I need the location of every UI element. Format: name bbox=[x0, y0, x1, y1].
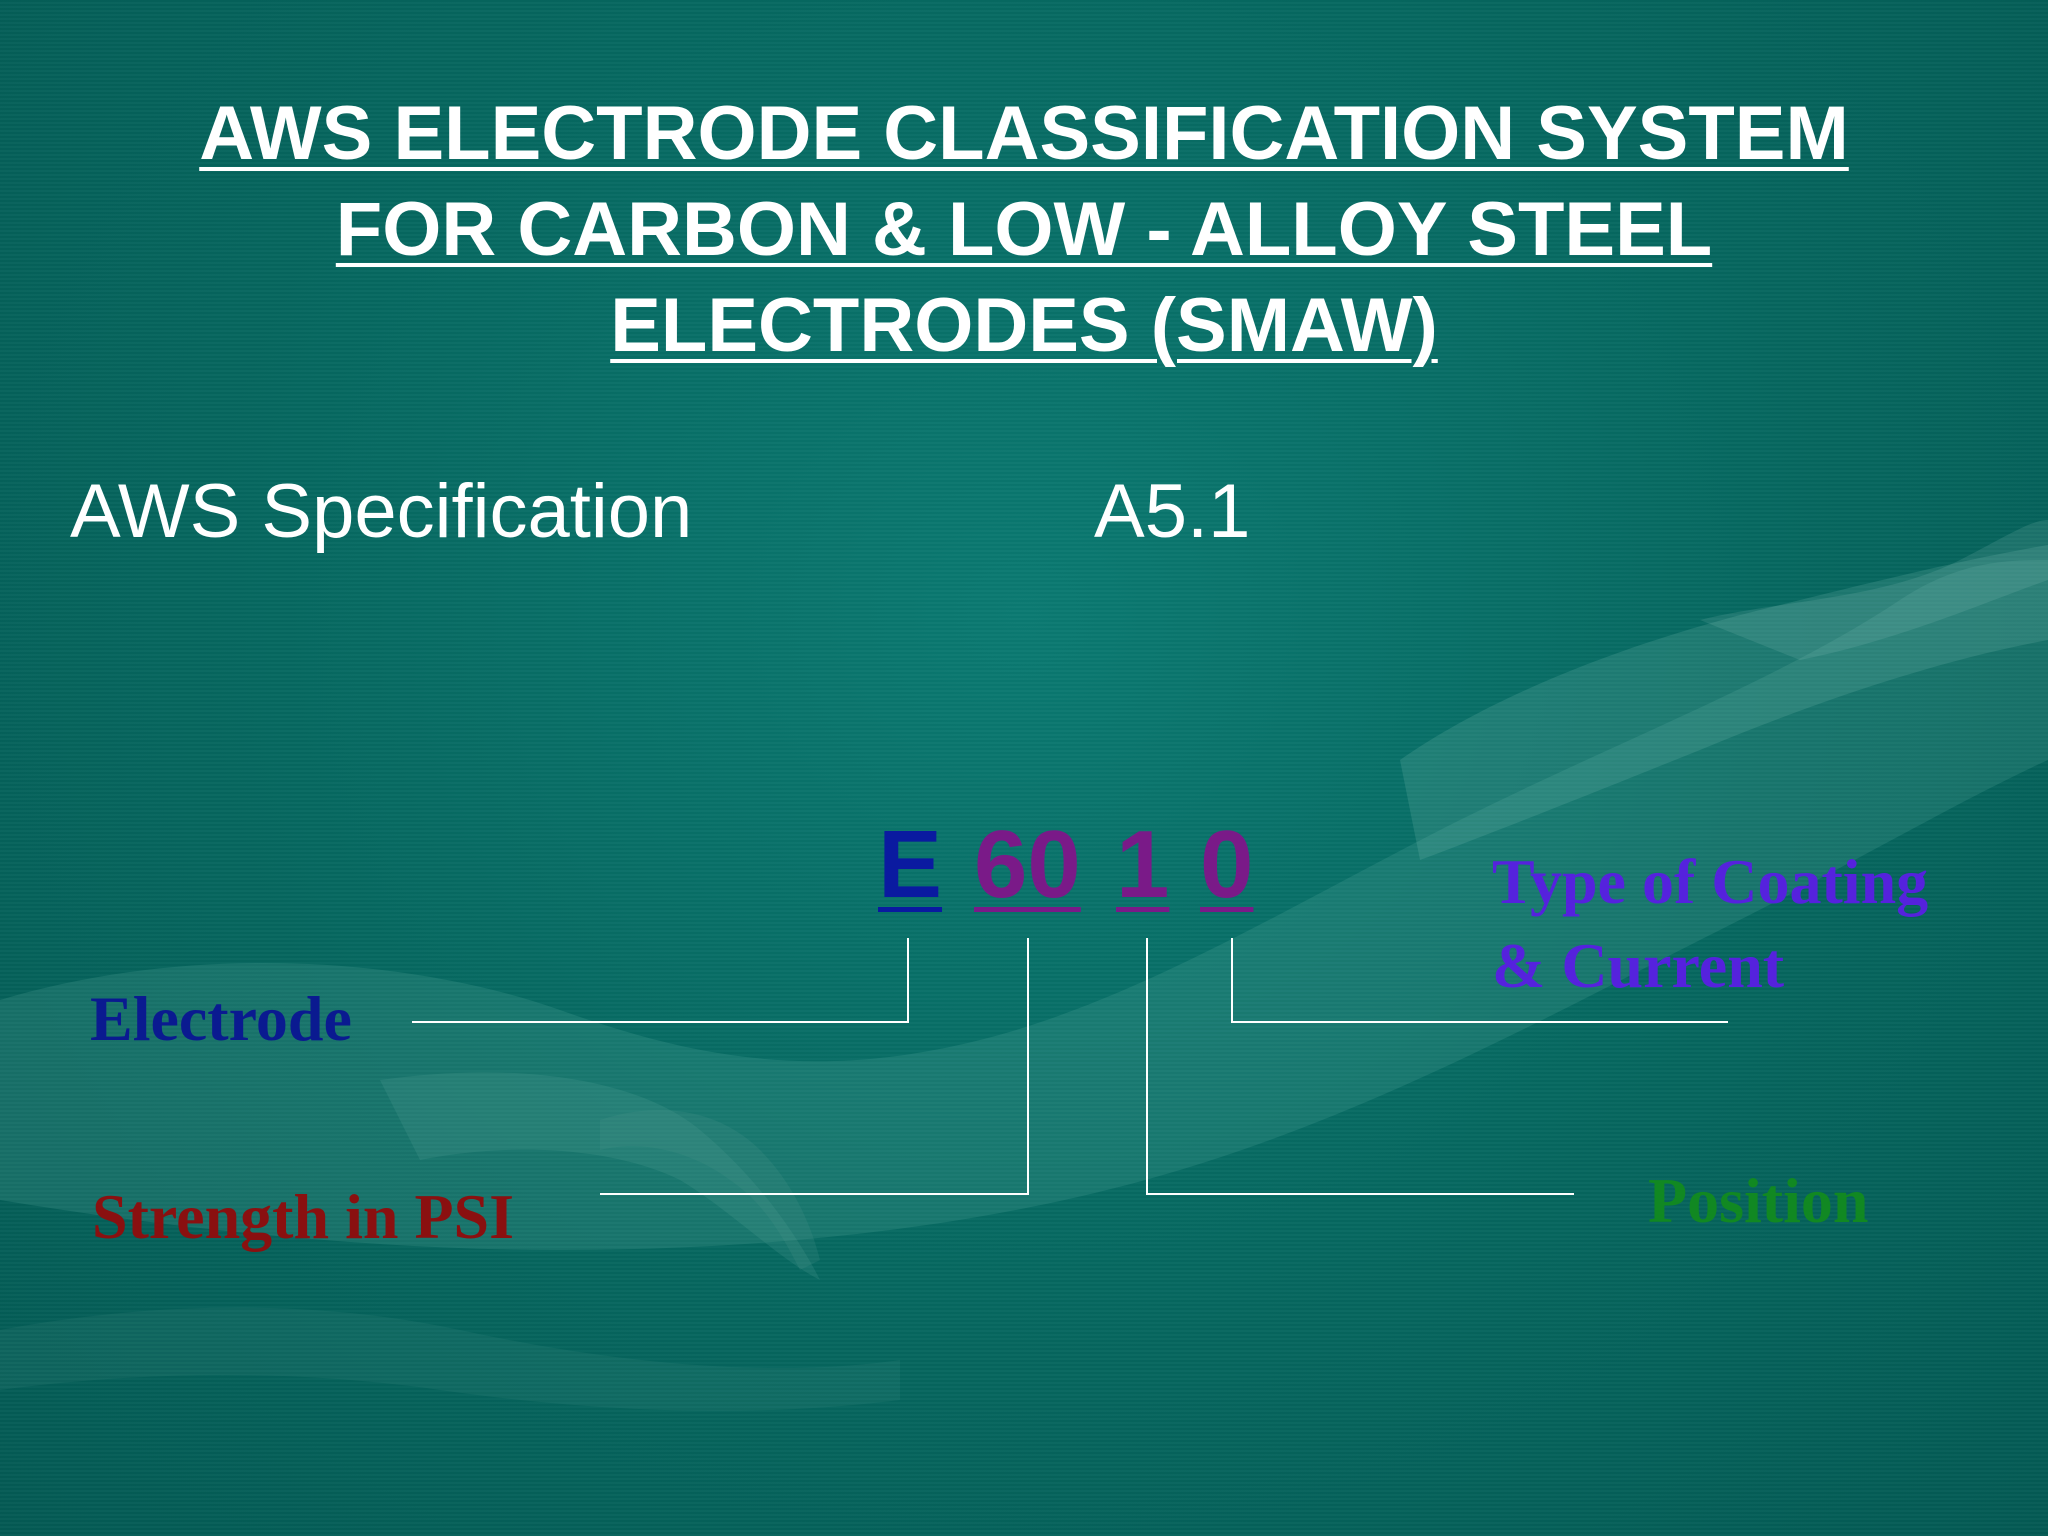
coating-current-label: Type of Coating & Current bbox=[1492, 840, 2012, 1008]
specification-label: AWS Specification bbox=[70, 469, 693, 554]
title-line-2: FOR CARBON & LOW - ALLOY STEEL bbox=[0, 182, 2048, 278]
title-line-1: AWS ELECTRODE CLASSIFICATION SYSTEM bbox=[0, 86, 2048, 182]
code-letter-e: E bbox=[878, 811, 943, 918]
title-line-3-text: ELECTRODES (SMAW) bbox=[610, 283, 1438, 368]
electrode-label: Electrode bbox=[90, 983, 352, 1054]
title-line-3: ELECTRODES (SMAW) bbox=[0, 278, 2048, 374]
coating-label-line-1: Type of Coating bbox=[1492, 846, 1929, 917]
title-line-1-text: AWS ELECTRODE CLASSIFICATION SYSTEM bbox=[199, 91, 1849, 176]
code-digit-position: 1 bbox=[1116, 811, 1170, 918]
coating-label-line-2: & Current bbox=[1492, 930, 1785, 1001]
title-line-2-text: FOR CARBON & LOW - ALLOY STEEL bbox=[335, 187, 1713, 272]
strength-label: Strength in PSI bbox=[92, 1181, 515, 1252]
slide-title: AWS ELECTRODE CLASSIFICATION SYSTEM FOR … bbox=[0, 86, 2048, 374]
position-label: Position bbox=[1648, 1165, 1869, 1236]
specification-value: A5.1 bbox=[1094, 469, 1251, 554]
code-digits-strength: 60 bbox=[974, 811, 1081, 918]
code-digit-coating: 0 bbox=[1200, 811, 1254, 918]
